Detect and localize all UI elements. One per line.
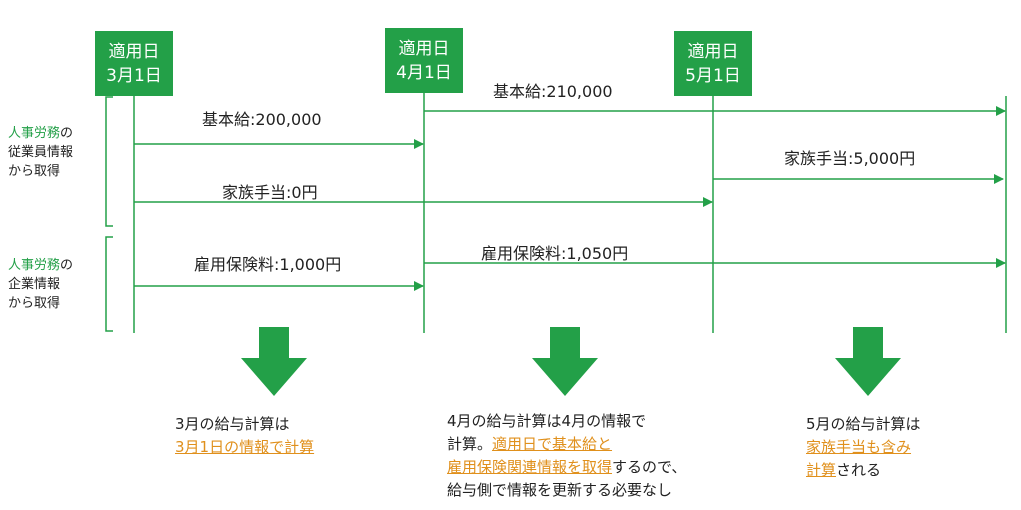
- bracket-company: [105, 236, 113, 332]
- down-arrow-april: [532, 327, 598, 396]
- label-base-210000: 基本給:210,000: [493, 82, 613, 101]
- label-insurance-1000: 雇用保険料:1,000円: [194, 255, 342, 274]
- date-box-may: 適用日 5月1日: [674, 31, 752, 96]
- note-line: 4月の給与計算は4月の情報で: [447, 412, 647, 430]
- note-emphasis: 雇用保険関連情報を取得: [447, 458, 613, 476]
- source-suffix: の: [60, 126, 74, 141]
- down-arrow-march: [241, 327, 307, 396]
- label-base-200000: 基本給:200,000: [202, 110, 322, 129]
- note-april: 4月の給与計算は4月の情報で 計算。適用日で基本給と 雇用保険関連情報を取得する…: [447, 410, 686, 502]
- date-box-date: 5月1日: [685, 65, 741, 86]
- note-line: 3月の給与計算は: [175, 415, 290, 433]
- source-line3: から取得: [8, 164, 61, 179]
- source-employee: 人事労務の 従業員情報 から取得: [8, 124, 73, 181]
- note-march: 3月の給与計算は 3月1日の情報で計算: [175, 413, 314, 459]
- date-box-title: 適用日: [398, 38, 450, 59]
- note-text: するので、: [612, 458, 687, 476]
- source-suffix: の: [60, 258, 74, 273]
- note-emphasis: 適用日で基本給と: [492, 435, 613, 453]
- source-line3: から取得: [8, 296, 61, 311]
- note-text: される: [836, 461, 882, 479]
- date-box-april: 適用日 4月1日: [385, 28, 463, 93]
- source-company: 人事労務の 企業情報 から取得: [8, 256, 73, 313]
- note-emphasis: 計算: [806, 461, 837, 479]
- label-insurance-1050: 雇用保険料:1,050円: [481, 244, 629, 263]
- note-line: 5月の給与計算は: [806, 415, 921, 433]
- note-line: 給与側で情報を更新する必要なし: [447, 481, 673, 499]
- date-box-title: 適用日: [108, 41, 160, 62]
- date-box-title: 適用日: [687, 41, 739, 62]
- note-text: 計算。: [447, 435, 493, 453]
- source-line2: 企業情報: [8, 277, 61, 292]
- date-box-march: 適用日 3月1日: [95, 31, 173, 96]
- date-box-date: 4月1日: [396, 62, 452, 83]
- label-family-0: 家族手当:0円: [222, 183, 318, 202]
- down-arrow-may: [835, 327, 901, 396]
- source-line2: 従業員情報: [8, 145, 74, 160]
- source-highlight: 人事労務: [8, 258, 61, 273]
- label-family-5000: 家族手当:5,000円: [784, 149, 916, 168]
- date-box-date: 3月1日: [106, 65, 162, 86]
- bracket-employee: [105, 96, 113, 227]
- note-emphasis: 家族手当も含み: [806, 438, 912, 456]
- note-may: 5月の給与計算は 家族手当も含み 計算される: [806, 413, 921, 482]
- source-highlight: 人事労務: [8, 126, 61, 141]
- note-emphasis: 3月1日の情報で計算: [175, 438, 315, 456]
